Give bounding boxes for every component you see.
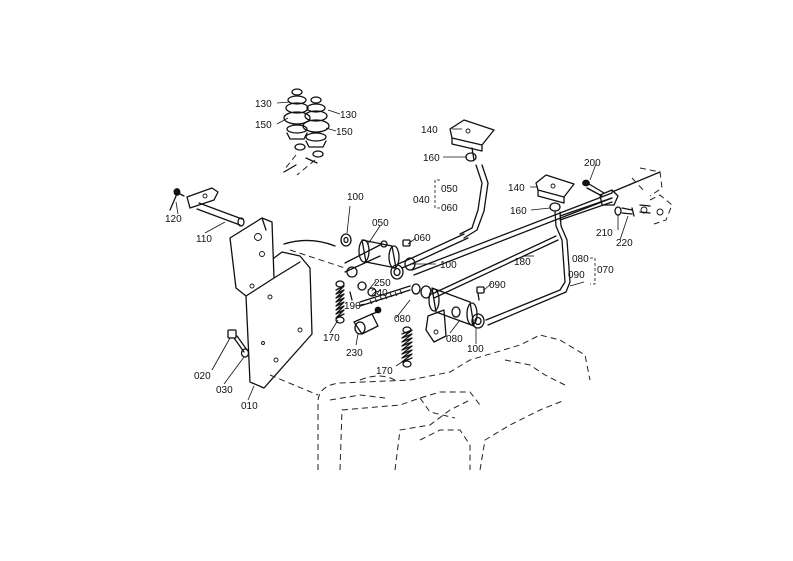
spring-left [335,280,353,324]
part-label-160-upper: 160 [423,153,440,164]
part-label-210: 210 [596,228,613,239]
shaft [186,187,245,227]
part-label-020: 020 [194,371,211,382]
part-label-170-left: 170 [323,333,340,344]
part-label-040: 040 [413,195,430,206]
part-label-090-hub: 090 [489,280,506,291]
part-label-150-left: 150 [255,120,272,131]
part-label-130-right: 130 [340,110,357,121]
rubber-boot-left [283,88,311,140]
part-label-060-bracket: 060 [441,203,458,214]
part-label-050-bracket: 050 [441,184,458,195]
bolt-200 [582,179,605,197]
part-label-100-center: 100 [440,260,457,271]
washer-pin [614,206,635,217]
label-bracket-050-060 [434,179,440,209]
mounting-plate [229,217,336,396]
part-label-240: 240 [371,288,388,299]
pedal-upper [397,119,495,269]
part-label-190: 190 [344,301,361,312]
part-label-070: 070 [597,265,614,276]
part-label-230: 230 [346,348,363,359]
chassis-outline [317,334,591,471]
clevis [353,310,381,335]
part-label-100-left: 100 [347,192,364,203]
nut-small [283,143,324,176]
assembly-guide-line [289,249,346,269]
pedal-hub-upper [340,233,416,280]
part-label-140-upper: 140 [421,125,438,136]
part-label-060-hub: 060 [414,233,431,244]
part-label-160-lower: 160 [510,206,527,217]
bolt [169,188,185,211]
part-label-140-lower: 140 [508,183,525,194]
part-label-200: 200 [584,158,601,169]
part-label-080-bracket: 080 [572,254,589,265]
part-label-170-center: 170 [376,366,393,377]
part-label-130-left: 130 [255,99,272,110]
label-bracket-080-090 [590,257,596,285]
part-labels: 130 150 130 150 140 160 050 040 060 140 … [165,99,633,412]
spring-center [401,326,413,368]
part-label-030: 030 [216,385,233,396]
part-label-250: 250 [374,278,391,289]
pedal-lower [485,174,575,326]
part-label-180: 180 [514,257,531,268]
part-label-090-bracket: 090 [568,270,585,281]
adjuster-rod [357,281,421,314]
part-label-220: 220 [616,238,633,249]
bolt-lower [227,329,250,358]
rod [411,171,661,299]
part-label-080-hub: 080 [394,314,411,325]
rubber-boot-right [302,96,330,148]
part-label-150-right: 150 [336,127,353,138]
leader-lines [175,101,629,401]
part-label-010: 010 [241,401,258,412]
part-label-100-lower: 100 [467,344,484,355]
part-label-080-lower: 080 [446,334,463,345]
part-label-050-hub: 050 [372,218,389,229]
pedal-hub-lower [420,285,485,343]
part-label-110: 110 [196,234,212,245]
part-label-120: 120 [165,214,182,225]
right-mount [631,167,673,225]
